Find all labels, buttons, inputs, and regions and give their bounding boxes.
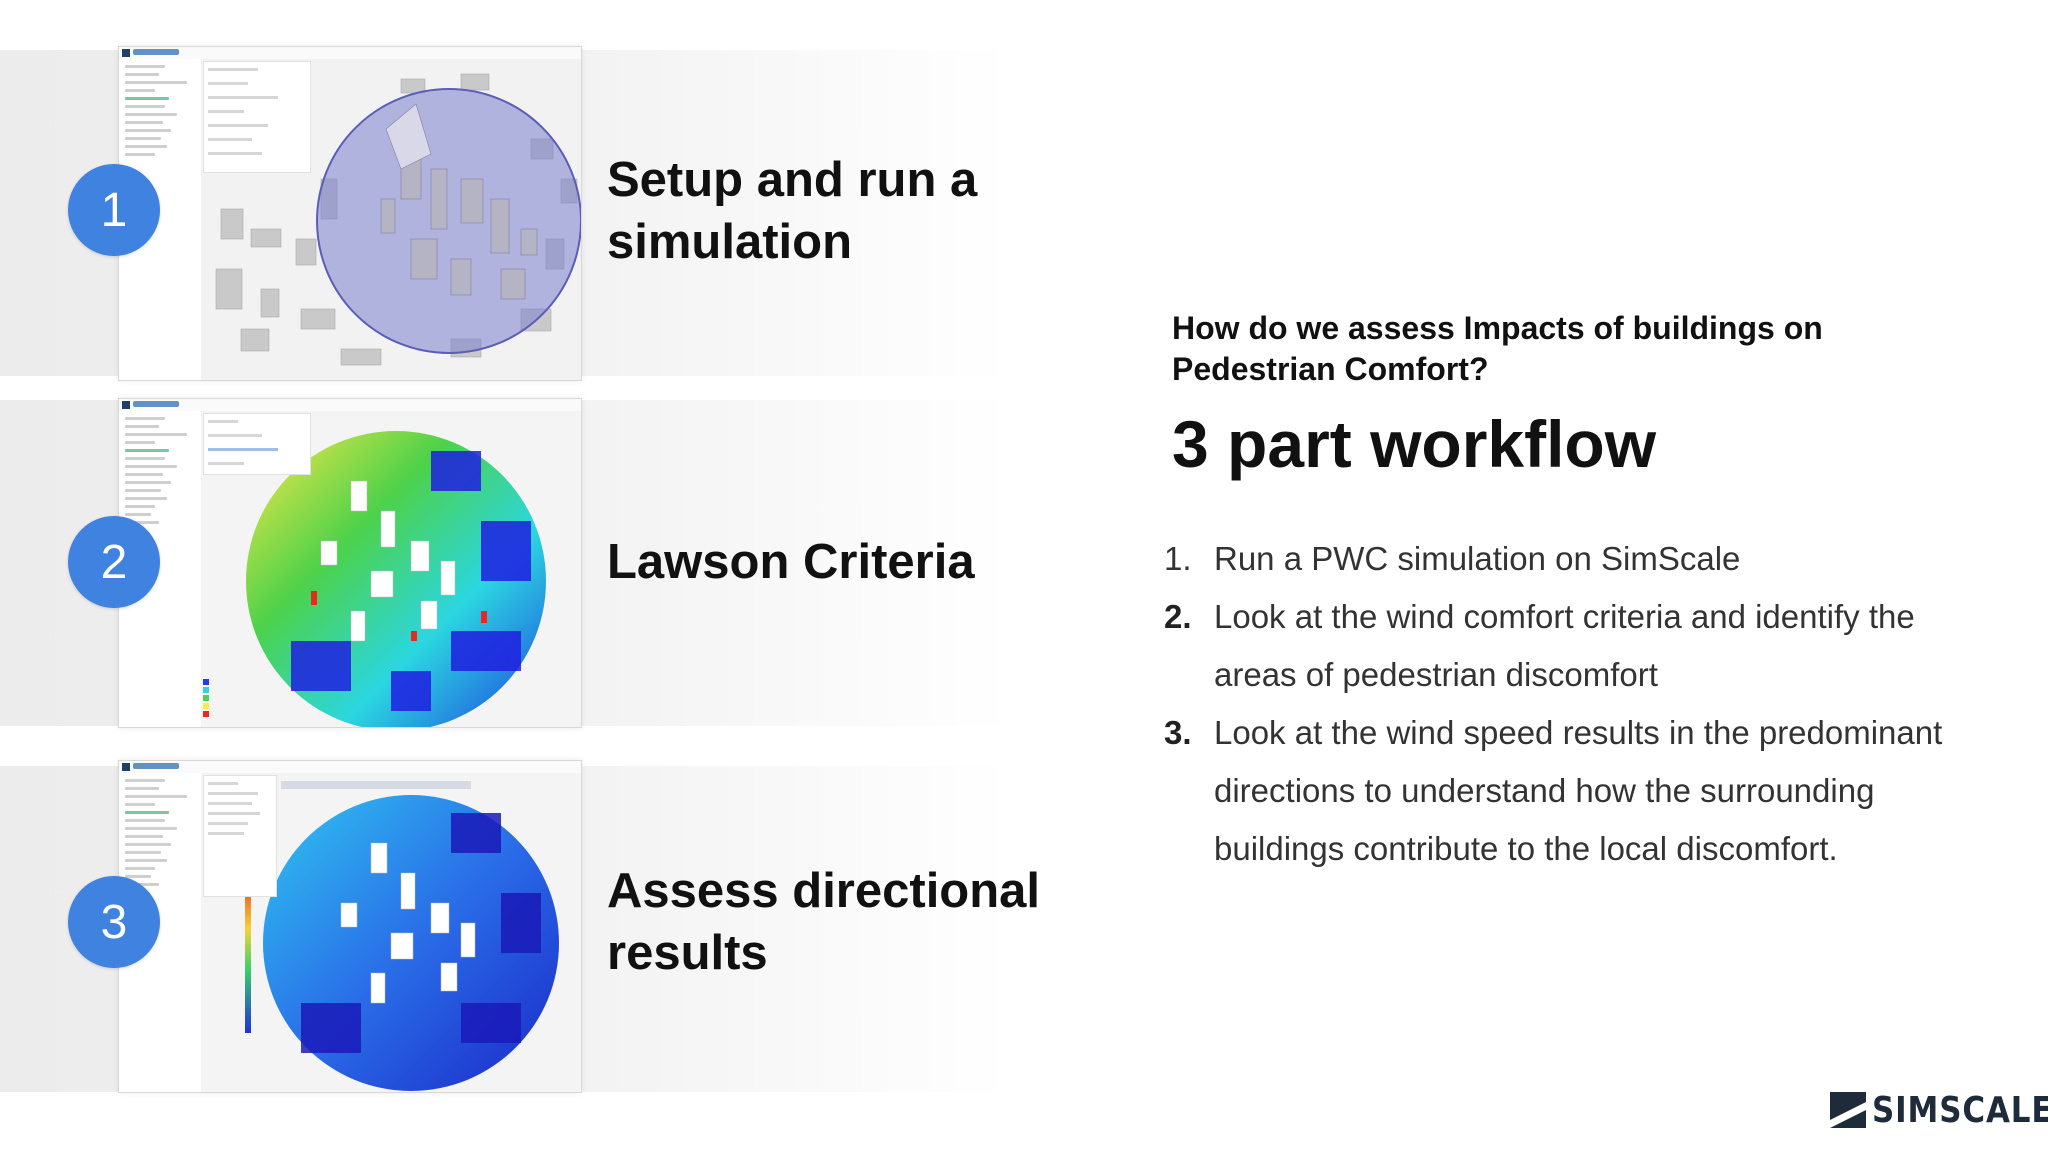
list-item: 2. Look at the wind comfort criteria and… <box>1164 598 1915 693</box>
brand-wordmark: SIMSCALE <box>1872 1089 2048 1131</box>
settings-panel <box>203 61 311 173</box>
screenshot-lawson <box>118 398 582 728</box>
question-heading: How do we assess Impacts of buildings on… <box>1172 310 1823 387</box>
step-3-badge: 3 <box>68 876 160 968</box>
step-1-title: Setup and run a simulation <box>607 153 978 269</box>
page-title: 3 part workflow <box>1172 407 1657 481</box>
step-1-badge: 1 <box>68 164 160 256</box>
region-of-interest <box>316 88 581 354</box>
tree-sidebar <box>119 59 202 380</box>
filters-panel <box>203 413 311 475</box>
step-3-title: Assess directional results <box>607 864 1041 980</box>
workflow-list: 1. Run a PWC simulation on SimScale 2. L… <box>1164 530 1964 878</box>
result-toolbar <box>281 781 471 789</box>
simscale-logo-icon <box>1830 1092 1866 1128</box>
color-scale <box>245 873 251 1033</box>
list-item: 3. Look at the wind speed results in the… <box>1164 714 1943 867</box>
step-2-badge: 2 <box>68 516 160 608</box>
step-2-title: Lawson Criteria <box>607 535 975 589</box>
screenshot-directional <box>118 760 582 1093</box>
list-item: 1. Run a PWC simulation on SimScale <box>1164 540 1741 577</box>
parts-panel <box>203 775 277 897</box>
simscale-logo: SIMSCALE <box>1830 1089 2048 1131</box>
viewport-3d <box>201 773 581 1092</box>
screenshot-setup <box>118 46 582 381</box>
legend <box>203 679 209 717</box>
